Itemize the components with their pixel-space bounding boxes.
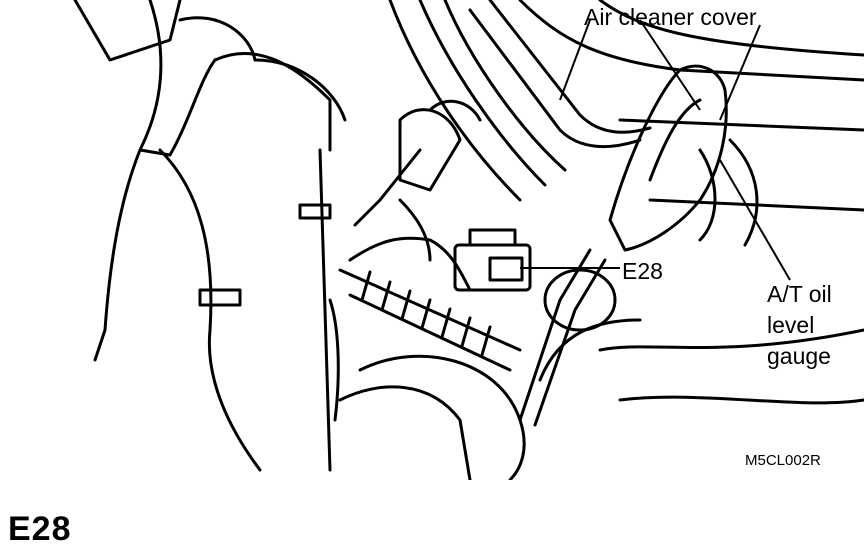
at-oil-level-gauge-label: A/T oil level gauge xyxy=(767,279,832,372)
leader-at-oil xyxy=(719,159,791,281)
strut-tower xyxy=(158,148,262,472)
hose-lower xyxy=(358,354,526,480)
harness-wire xyxy=(348,236,472,292)
corrugated-harness xyxy=(338,268,522,372)
fender-lower xyxy=(93,148,142,362)
mount-bracket xyxy=(198,288,242,307)
air-cleaner-cover-outline xyxy=(518,0,864,82)
dipstick-handle xyxy=(608,64,728,252)
dipstick-tube-cap xyxy=(543,268,617,332)
leader-air-cleaner xyxy=(559,19,761,121)
fender-edge xyxy=(138,0,217,157)
engine-bay-illustration xyxy=(73,0,864,480)
air-cleaner-duct xyxy=(388,0,522,202)
at-oil-label-line: A/T oil xyxy=(767,281,832,307)
left-body-panel xyxy=(73,0,182,62)
at-oil-label-line: level xyxy=(767,312,815,338)
e28-callout-label: E28 xyxy=(622,258,663,284)
page-title: E28 xyxy=(8,510,72,548)
figure-code: M5CL002R xyxy=(745,452,821,469)
mount-tab xyxy=(298,203,332,220)
air-cleaner-cover-label: Air cleaner cover xyxy=(584,4,757,30)
body-seam xyxy=(213,52,332,152)
at-oil-label-line: gauge xyxy=(767,343,831,369)
